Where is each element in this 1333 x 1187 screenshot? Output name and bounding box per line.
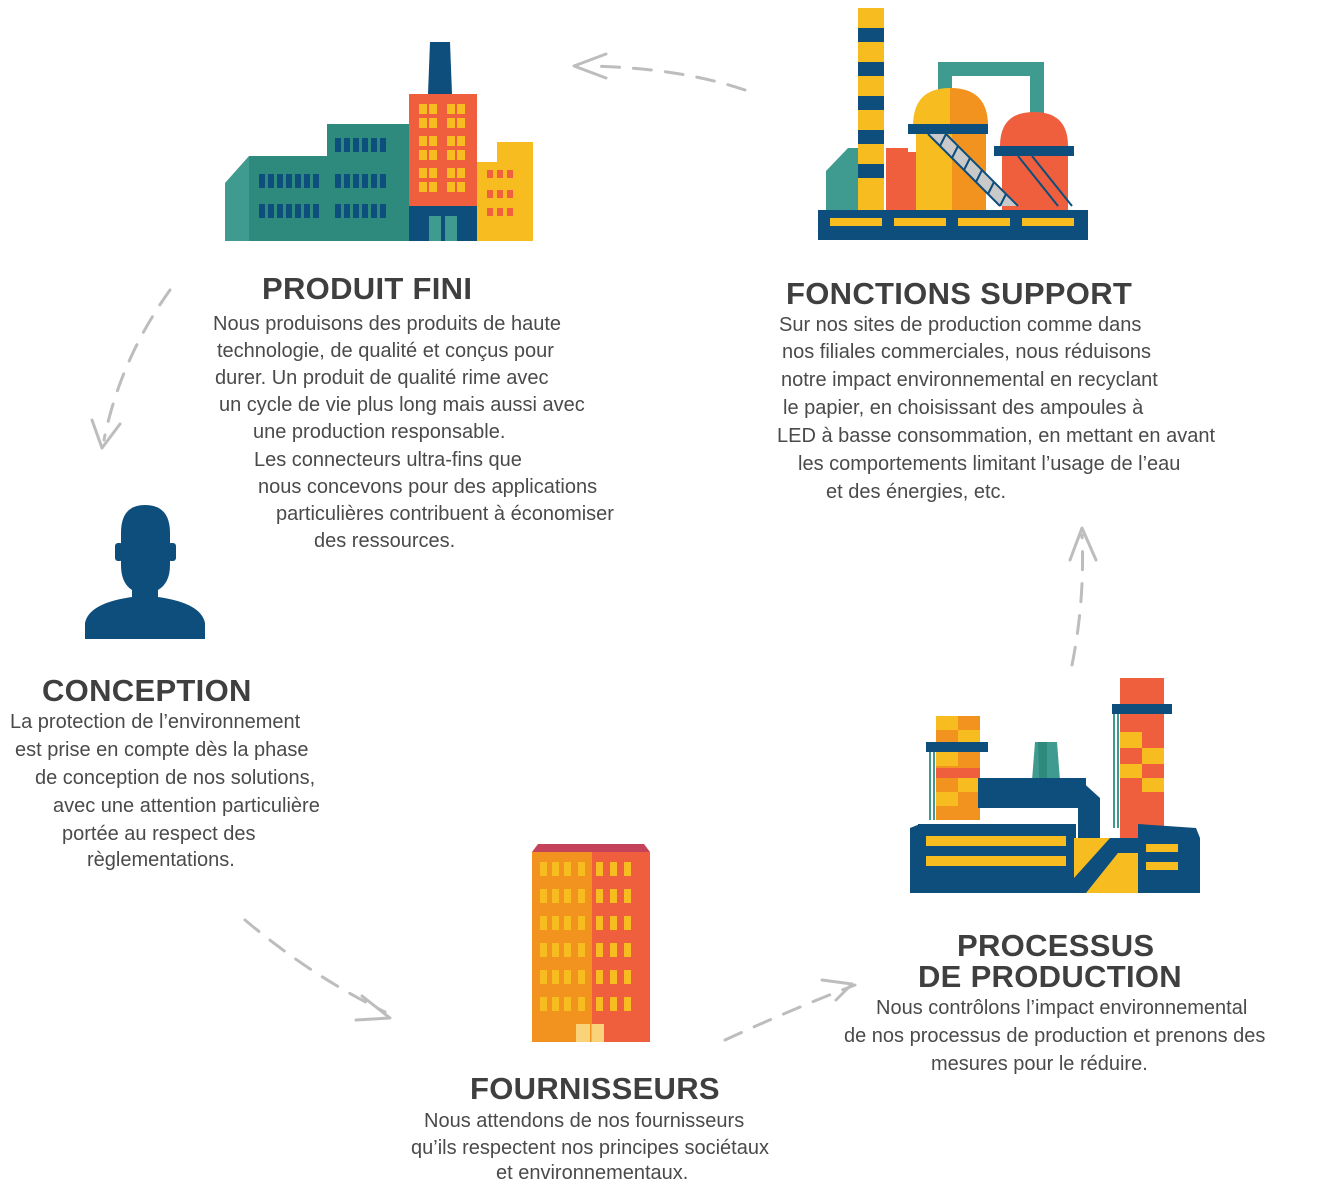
fonctions-support-line: LED à basse consommation, en mettant en … [777,425,1216,447]
arrow-processus-to-support [1070,533,1085,667]
arrow-head-2 [90,418,122,450]
processus-title-line1: PROCESSUS [957,928,1155,963]
produit-fini-line: particulières contribuent à économiser [276,503,614,525]
fonctions-support-line: et des énergies, etc. [826,481,1007,503]
refinery-icon [910,678,1200,893]
arrow-head-4 [820,978,854,1002]
arrow-fournisseurs-to-processus [723,983,857,1042]
conception-title: CONCEPTION [42,673,252,708]
processus-line: Nous contrôlons l’impact environnemental [876,997,1248,1019]
produit-fini-line: une production responsable. [253,421,506,443]
fonctions-support-line: les comportements limitant l’usage de l’… [798,453,1181,475]
produit-fini-line: un cycle de vie plus long mais aussi ave… [219,394,585,416]
industrial-plant-icon [818,8,1088,240]
produit-fini-line: des ressources. [314,530,456,552]
conception-line: La protection de l’environnement [10,711,301,733]
factory-icon [225,42,533,241]
fonctions-support-line: Sur nos sites de production comme dans [779,314,1142,336]
arrow-head-1 [572,52,608,80]
fonctions-support-title: FONCTIONS SUPPORT [786,276,1133,311]
arrow-produit-to-conception [102,288,172,442]
processus-line: mesures pour le réduire. [931,1053,1148,1075]
produit-fini-line: technologie, de qualité et conçus pour [217,340,554,362]
fournisseurs-title: FOURNISSEURS [470,1071,720,1106]
person-icon [85,505,205,639]
produit-fini-title: PRODUIT FINI [262,271,473,306]
fonctions-support-line: notre impact environnemental en recyclan… [781,369,1158,391]
arrow-head-3 [354,994,392,1022]
fonctions-support-line: le papier, en choisissant des ampoules à [783,397,1144,419]
produit-fini-line: durer. Un produit de qualité rime avec [215,367,549,389]
fournisseurs-line: qu’ils respectent nos principes sociétau… [411,1137,769,1159]
arrow-support-to-produit [588,64,747,92]
produit-fini-line: Nous produisons des produits de haute [213,313,562,335]
conception-line: est prise en compte dès la phase [15,739,309,761]
produit-fini-line: Les connecteurs ultra-fins que [254,449,522,471]
office-tower-icon [532,844,650,1042]
conception-line: règlementations. [87,849,235,871]
fonctions-support-line: nos filiales commerciales, nous réduison… [782,341,1152,363]
arrow-head-5 [1068,526,1098,562]
conception-line: avec une attention particulière [53,795,320,817]
conception-line: portée au respect des [62,823,256,845]
processus-title-line2: DE PRODUCTION [918,959,1182,994]
processus-line: de nos processus de production et prenon… [844,1025,1266,1047]
fournisseurs-line: Nous attendons de nos fournisseurs [424,1110,745,1132]
conception-line: de conception de nos solutions, [35,767,316,789]
fournisseurs-line: et environnementaux. [496,1162,689,1184]
produit-fini-line: nous concevons pour des applications [258,476,598,498]
